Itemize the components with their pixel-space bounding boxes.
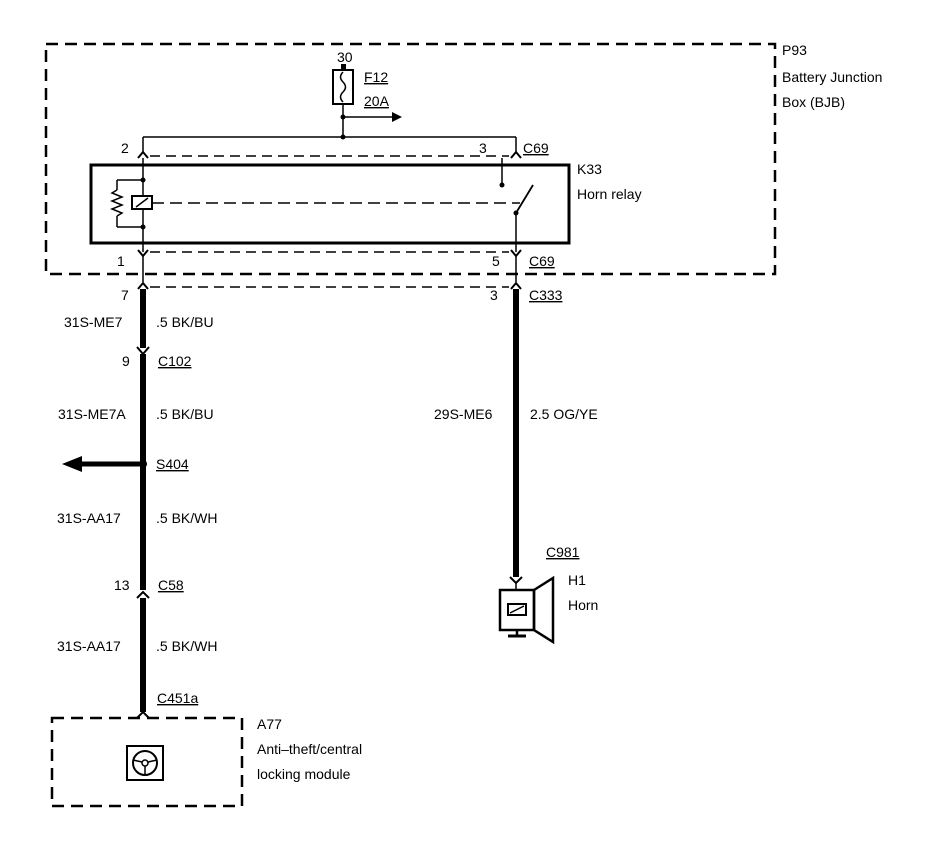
- bjb-outline: [44, 42, 777, 276]
- connector-c981: C981: [546, 544, 580, 560]
- right-circuit: 29S-ME6: [434, 406, 493, 422]
- c333-right-pin: 3: [490, 287, 498, 303]
- seg4-circuit: 31S-AA17: [57, 638, 121, 654]
- seg4-wire: .5 BK/WH: [156, 638, 217, 654]
- relay-name: Horn relay: [577, 186, 642, 202]
- c981-chevron: [509, 576, 523, 585]
- c58-pin: 13: [114, 577, 130, 593]
- seg1-circuit: 31S-ME7: [64, 314, 123, 330]
- relay-pin-1: 1: [117, 253, 125, 269]
- bjb-id: P93: [782, 42, 807, 58]
- horn-icon: [498, 575, 555, 645]
- seg3-circuit: 31S-AA17: [57, 510, 121, 526]
- bjb-line2: Box (BJB): [782, 94, 845, 110]
- module-line2: locking module: [257, 766, 351, 782]
- connector-c69-top: C69: [523, 140, 549, 156]
- relay-pin-3: 3: [479, 140, 487, 156]
- c69-top-pin-2: [137, 150, 149, 159]
- relay-id: K33: [577, 161, 602, 177]
- c333-pin-3: [510, 281, 522, 290]
- c102-pin: 9: [122, 353, 130, 369]
- connector-c102: C102: [158, 353, 192, 369]
- horn-id: H1: [568, 572, 586, 588]
- relay-coil: [109, 158, 520, 252]
- right-wire-label: 2.5 OG/YE: [530, 406, 598, 422]
- connector-c58: C58: [158, 577, 184, 593]
- horn-name: Horn: [568, 597, 598, 613]
- seg2-circuit: 31S-ME7A: [58, 406, 126, 422]
- seg2-wire: .5 BK/BU: [156, 406, 214, 422]
- module-line1: Anti–theft/central: [257, 741, 362, 757]
- connector-c333: C333: [529, 287, 563, 303]
- splice-s404-label: S404: [156, 456, 189, 472]
- relay-switch: [499, 158, 534, 252]
- c69-top-pin-3: [510, 150, 522, 159]
- fuse-rating: 20A: [364, 93, 390, 109]
- c102-chevron: [136, 346, 150, 356]
- module-id: A77: [257, 716, 282, 732]
- c58-chevron: [136, 590, 150, 599]
- relay-pin-5: 5: [492, 253, 500, 269]
- seg3-wire: .5 BK/WH: [156, 510, 217, 526]
- relay-k33-box: [89, 163, 571, 245]
- c333-pin-7: [137, 281, 149, 290]
- steering-wheel-icon: [126, 745, 164, 781]
- bjb-line1: Battery Junction: [782, 69, 882, 85]
- c333-left-pin: 7: [121, 287, 129, 303]
- connector-c451a: C451a: [157, 690, 198, 706]
- connector-c69-bottom: C69: [529, 253, 555, 269]
- c451a-chevron: [136, 710, 150, 719]
- module-a77-outline: [50, 716, 244, 808]
- relay-pin-2: 2: [121, 140, 129, 156]
- fuse-pin: 30: [337, 49, 353, 65]
- fuse-id: F12: [364, 69, 388, 85]
- seg1-wire: .5 BK/BU: [156, 314, 214, 330]
